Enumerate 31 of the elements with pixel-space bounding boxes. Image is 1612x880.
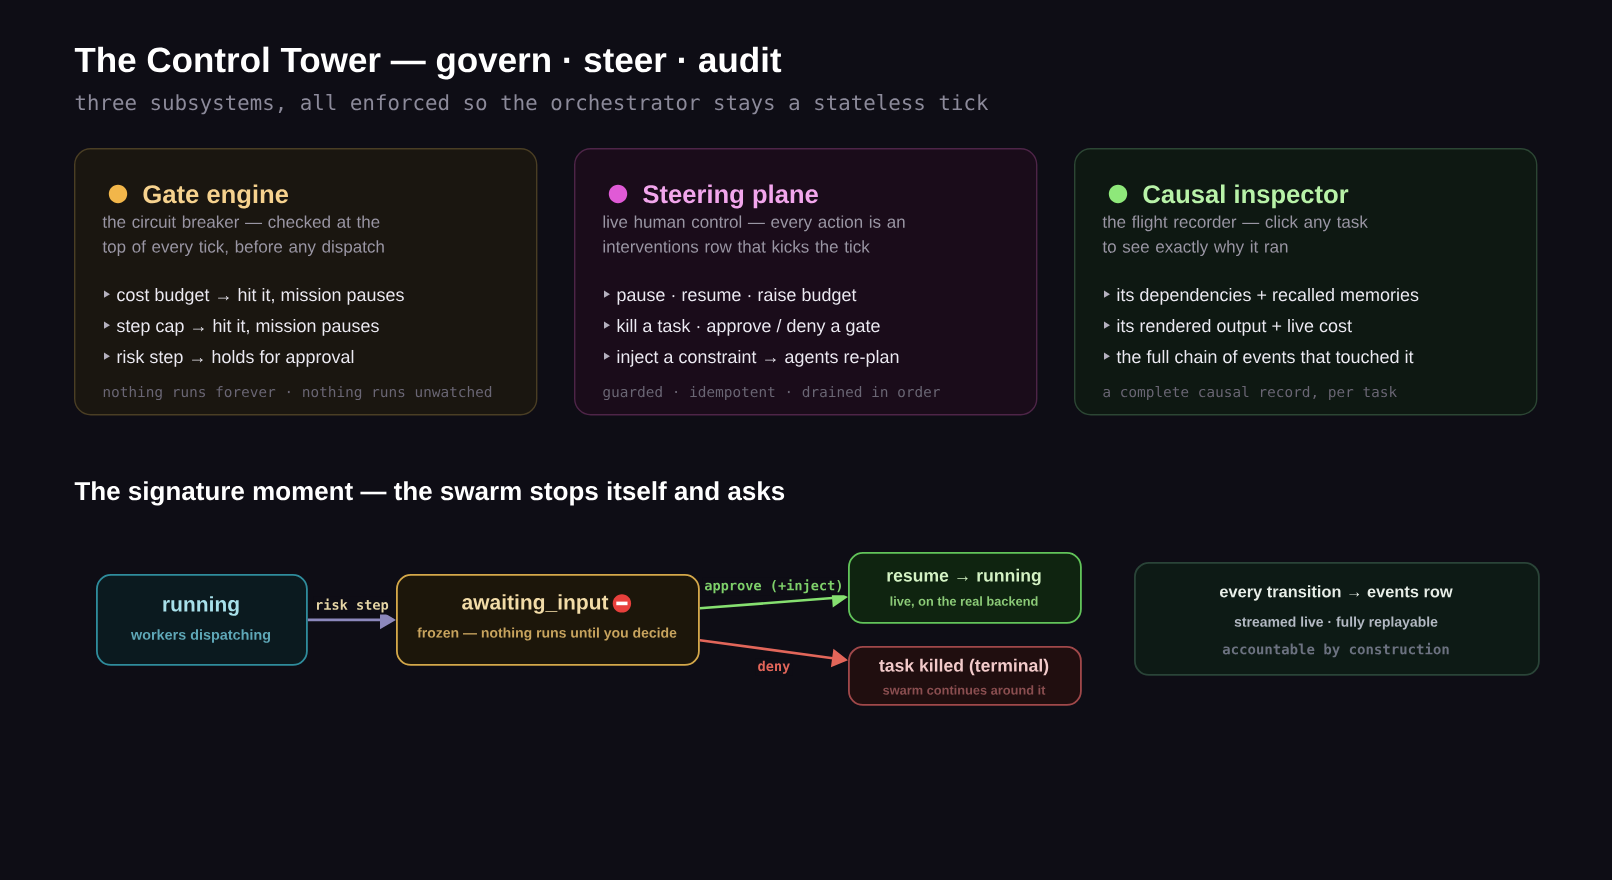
card bbox=[1074, 148, 1538, 416]
page-subtitle: three subsystems, all enforced so the orchestrator stays a stateless tick bbox=[75, 94, 989, 115]
card bbox=[74, 148, 538, 416]
card-title: Steering plane bbox=[643, 184, 818, 209]
bullet-item: kill a task · approve / deny a gate bbox=[617, 318, 880, 336]
card-title: Causal inspector bbox=[1143, 184, 1349, 209]
state-box bbox=[396, 574, 700, 666]
bullet-item: risk step → holds for approval bbox=[117, 349, 354, 367]
state-box bbox=[96, 574, 308, 666]
state-label: running bbox=[163, 596, 239, 616]
bullet-item: pause · resume · raise budget bbox=[617, 287, 857, 305]
bullet-item: cost budget → hit it, mission pauses bbox=[117, 287, 404, 305]
card bbox=[574, 148, 1038, 416]
bullet-item: its dependencies + recalled memories bbox=[1117, 287, 1419, 305]
state-label: awaiting_input bbox=[462, 594, 609, 614]
bullet-item: inject a constraint → agents re-plan bbox=[617, 349, 899, 367]
bullet-item: the full chain of events that touched it bbox=[1116, 349, 1414, 364]
card-description: the flight recorder — click any task to see exactly why it ran bbox=[1102, 215, 1368, 257]
info-box bbox=[1134, 562, 1540, 676]
page-title: The Control Tower — govern · steer · audit bbox=[74, 46, 782, 80]
card-title: Gate engine bbox=[143, 184, 289, 209]
card-description: the circuit breaker — checked at the top of every tick, before any dispatch bbox=[102, 215, 384, 257]
state-label: resume → running bbox=[887, 568, 1041, 586]
card-description: live human control — every action is an interventions row that kicks the tick bbox=[603, 215, 905, 253]
state-box bbox=[848, 646, 1082, 706]
section-heading: The signature moment — the swarm stops itself and asks bbox=[74, 481, 785, 506]
state-box bbox=[848, 552, 1082, 624]
bullet-item: its rendered output + live cost bbox=[1117, 318, 1352, 336]
bullet-item: step cap → hit it, mission pauses bbox=[116, 318, 379, 336]
info-title: every transition → events row bbox=[1220, 585, 1453, 601]
state-label: task killed (terminal) bbox=[879, 658, 1049, 676]
